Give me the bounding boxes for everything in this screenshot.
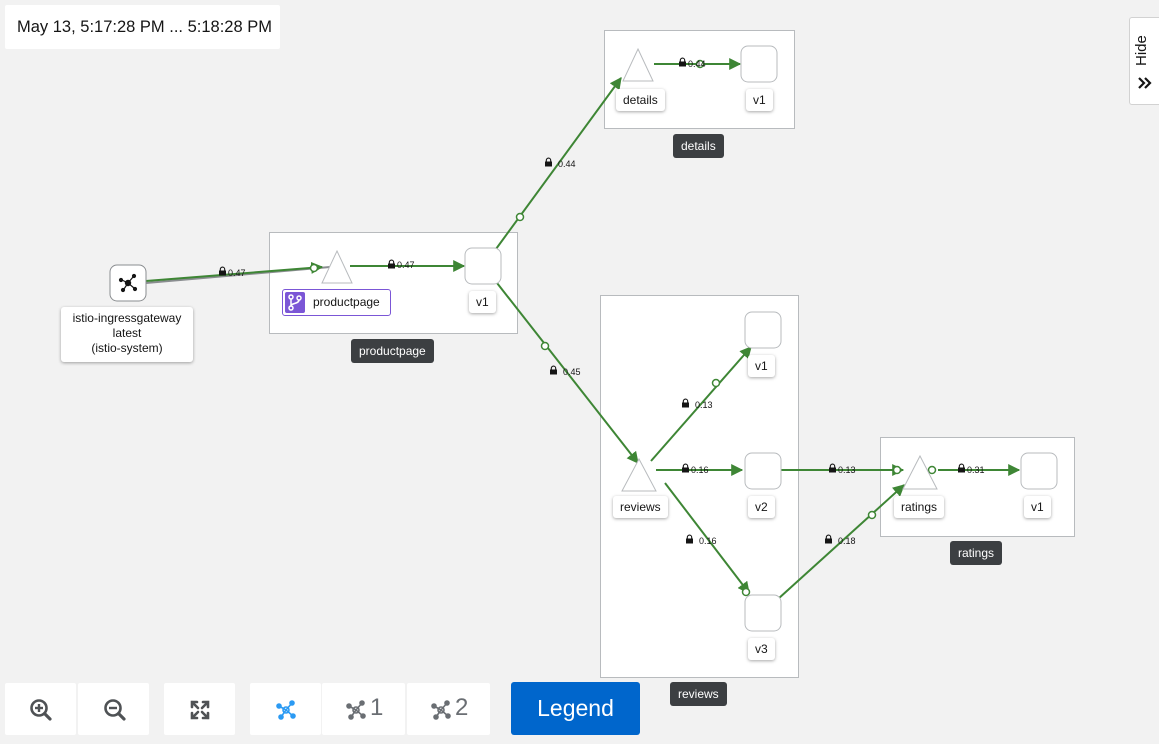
gateway-label: istio-ingressgateway latest (istio-syste… <box>61 307 193 362</box>
edge-reviews-v1[interactable] <box>650 346 752 462</box>
zoom-in-icon <box>30 699 52 721</box>
edge-productpage-details[interactable] <box>495 77 622 250</box>
edge-label-ratings-v1: 0.31 <box>967 465 985 475</box>
productpage-service-node[interactable] <box>321 249 353 284</box>
edge-label-details-v1: 0.44 <box>688 59 706 69</box>
reviews-v1-node[interactable] <box>744 311 782 349</box>
double-chevron-right-icon <box>1138 77 1152 89</box>
edge-reviews-v3[interactable] <box>664 482 750 594</box>
ratings-service-label: ratings <box>894 496 945 518</box>
topology-icon <box>276 700 296 720</box>
topology-icon <box>431 700 451 720</box>
reviews-service-node[interactable] <box>621 457 657 492</box>
details-v1-label: v1 <box>746 89 773 111</box>
ratings-service-node[interactable] <box>902 454 938 490</box>
time-range-display: May 13, 5:17:28 PM ... 5:18:28 PM <box>5 5 280 49</box>
reviews-v3-label: v3 <box>748 638 775 660</box>
reviews-box-label: reviews <box>670 682 727 706</box>
gateway-name: istio-ingressgateway <box>72 311 182 325</box>
zoom-in-button[interactable] <box>5 683 76 735</box>
productpage-service-label: productpage <box>282 289 391 316</box>
edge-gateway-productpage[interactable] <box>145 261 324 282</box>
edge-label-reviews-v3: 0.16 <box>699 536 717 546</box>
topology-icon <box>346 700 366 720</box>
layout-2-button[interactable]: 2 <box>407 683 490 735</box>
reviews-v3-node[interactable] <box>744 594 782 632</box>
edge-label-gateway: 0.47 <box>228 268 246 278</box>
ratings-v1-label: v1 <box>1024 496 1051 518</box>
edge-label-reviews-v2: 0.16 <box>691 465 709 475</box>
edge-label-details: 0.44 <box>558 159 576 169</box>
gateway-icon <box>118 273 138 293</box>
edge-label-v3-ratings: 0.18 <box>838 536 856 546</box>
zoom-to-fit-button[interactable] <box>164 683 235 735</box>
reviews-service-label: reviews <box>613 496 668 518</box>
productpage-v1-label: v1 <box>469 291 496 313</box>
productpage-box-label: productpage <box>351 339 434 363</box>
gateway-node[interactable] <box>109 264 147 302</box>
reviews-v2-node[interactable] <box>744 452 782 490</box>
edge-label-productpage-v1: 0.47 <box>397 260 415 270</box>
details-box-label: details <box>673 134 724 158</box>
reviews-v2-label: v2 <box>748 496 775 518</box>
details-service-node[interactable] <box>622 47 654 82</box>
productpage-v1-node[interactable] <box>464 247 502 285</box>
ratings-v1-node[interactable] <box>1020 452 1058 490</box>
gateway-version: latest <box>112 326 142 340</box>
zoom-out-icon <box>104 699 126 721</box>
legend-button[interactable]: Legend <box>511 682 640 735</box>
zoom-out-button[interactable] <box>78 683 149 735</box>
details-v1-node[interactable] <box>740 45 778 83</box>
ratings-box-label: ratings <box>950 541 1003 565</box>
details-service-label: details <box>616 89 665 111</box>
reviews-v1-label: v1 <box>748 355 775 377</box>
productpage-service-name: productpage <box>313 295 380 309</box>
edge-v3-ratings[interactable] <box>777 484 905 600</box>
gateway-namespace: (istio-system) <box>91 341 163 355</box>
layout-2-number: 2 <box>455 694 469 721</box>
edge-label-reviews-v1: 0.13 <box>695 400 713 410</box>
hide-panel-button[interactable]: Hide <box>1129 17 1159 105</box>
layout-1-button[interactable]: 1 <box>322 683 405 735</box>
expand-icon <box>190 700 210 720</box>
edge-productpage-reviews[interactable] <box>496 282 639 464</box>
edge-label-reviews: 0.45 <box>563 367 581 377</box>
layout-default-button[interactable] <box>250 683 321 735</box>
layout-1-number: 1 <box>370 694 384 721</box>
edge-label-v2-ratings: 0.13 <box>838 465 856 475</box>
code-branch-icon <box>285 292 305 313</box>
